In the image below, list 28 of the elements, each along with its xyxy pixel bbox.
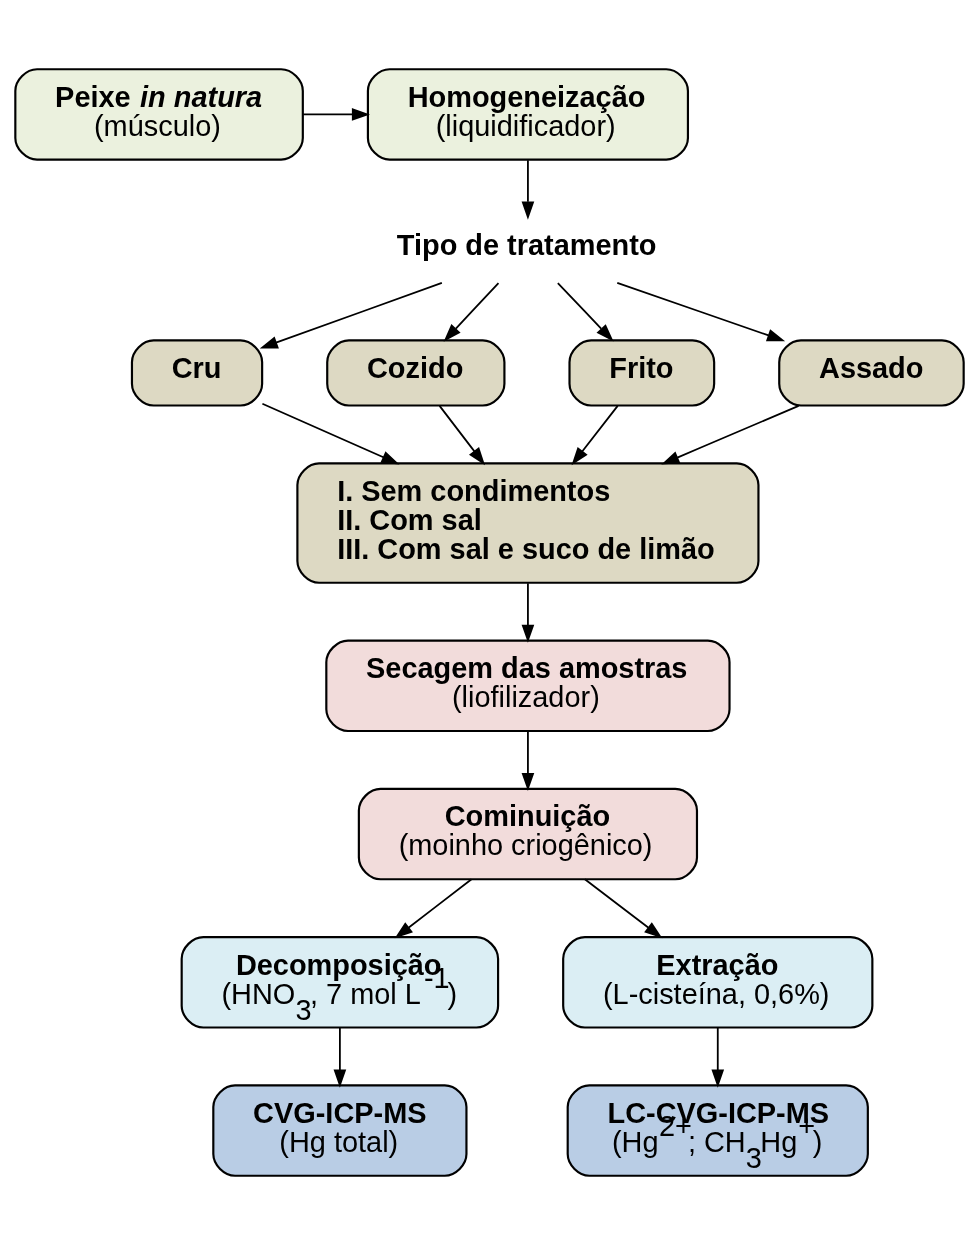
node-box: I. Sem condimentos II. Com sal III. Com sal e suco de limão xyxy=(296,462,760,584)
node-box: Peixe in natura (músculo) xyxy=(14,68,304,161)
node-box: Cru xyxy=(130,339,264,407)
node-box: Homogeneização (liquidificador) xyxy=(366,68,690,161)
node-text: Tipo de tratamento xyxy=(396,229,657,262)
arrow xyxy=(443,282,500,342)
node-box: Extração (L-cisteína, 0,6%) xyxy=(562,936,874,1029)
arrow xyxy=(571,404,619,466)
arrow xyxy=(259,282,443,349)
node-box: Assado xyxy=(778,339,965,407)
arrow xyxy=(711,1026,725,1088)
arrow xyxy=(438,404,486,466)
arrow xyxy=(583,878,663,939)
node-box: CVG-ICP-MS (Hg total) xyxy=(212,1084,468,1177)
arrow xyxy=(302,108,370,121)
node-box: Frito xyxy=(568,339,716,407)
arrow xyxy=(556,282,614,342)
arrow xyxy=(616,282,786,342)
arrow xyxy=(661,404,800,465)
arrow xyxy=(521,159,535,220)
arrow xyxy=(521,582,535,643)
node-box: Cominuição (moinho criogênico) xyxy=(357,787,699,881)
arrow xyxy=(394,878,473,939)
node-box: Cozido xyxy=(326,339,506,407)
arrow xyxy=(521,730,535,792)
arrow xyxy=(261,402,400,465)
node-box: Secagem das amostras (liofilizador) xyxy=(325,639,731,733)
arrow xyxy=(333,1026,347,1088)
